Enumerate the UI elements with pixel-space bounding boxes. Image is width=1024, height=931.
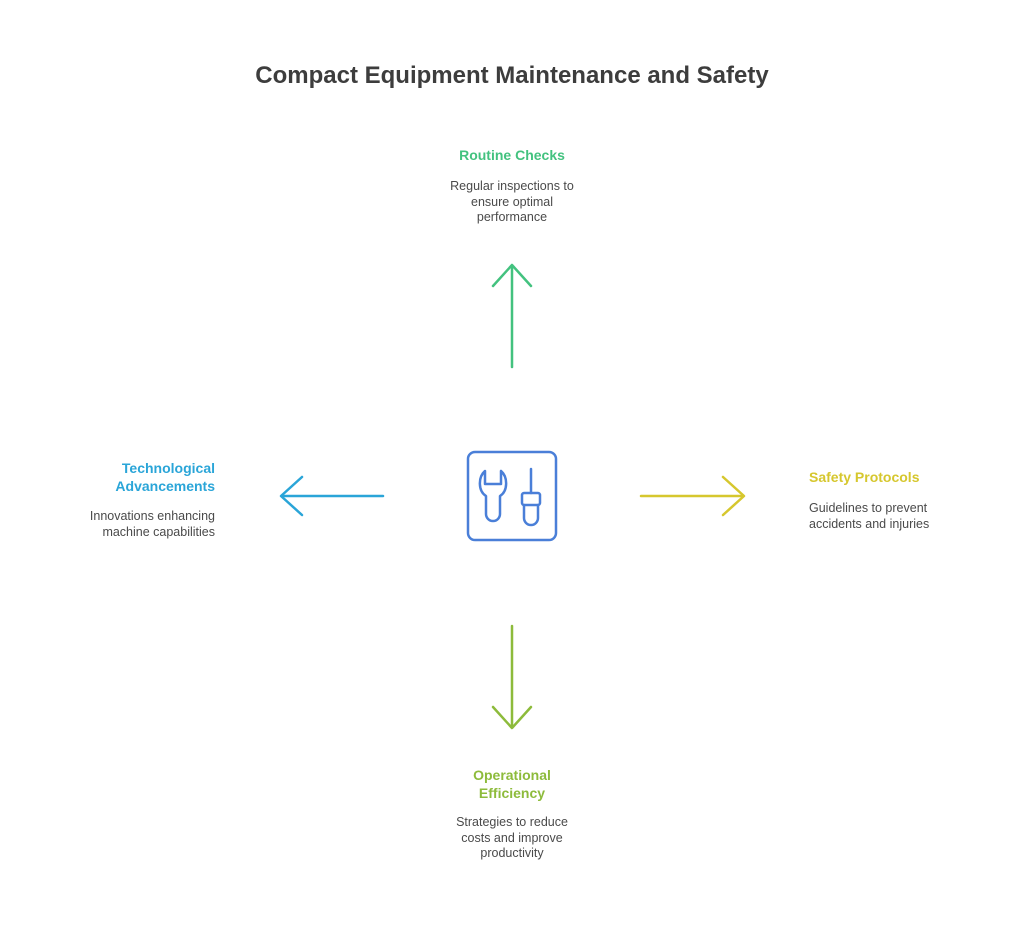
heading-line: Operational	[473, 767, 551, 783]
routine-checks-heading: Routine Checks	[459, 147, 565, 163]
description-line: Strategies to reduce	[456, 815, 568, 829]
description-line: ensure optimal	[471, 194, 553, 209]
diagram-title: Compact Equipment Maintenance and Safety	[255, 62, 769, 89]
description-line: productivity	[480, 846, 544, 860]
technological-advancements-heading: Technological Advancements	[40, 459, 215, 495]
description-line: Guidelines to prevent	[809, 501, 928, 515]
operational-efficiency-description: Strategies to reduce costs and improve p…	[412, 815, 612, 862]
safety-protocols-description: Guidelines to prevent accidents and inju…	[809, 501, 1009, 532]
safety-protocols-heading: Safety Protocols	[809, 469, 920, 485]
description-line: Innovations enhancing	[89, 509, 215, 523]
arrow-down	[491, 624, 533, 730]
operational-efficiency-heading: Operational Efficiency	[412, 766, 612, 802]
description-line: Regular inspections to	[450, 179, 574, 193]
technological-advancements-description: Innovations enhancing machine capabiliti…	[40, 509, 215, 540]
description-line: accidents and injuries	[809, 516, 930, 531]
heading-line: Efficiency	[478, 785, 546, 801]
description-line: costs and improve	[461, 830, 563, 845]
description-line: performance	[476, 210, 548, 224]
wrench-screwdriver-icon	[466, 450, 558, 542]
arrow-left	[279, 475, 385, 517]
arrow-right	[639, 475, 746, 517]
heading-line: Advancements	[115, 478, 215, 494]
description-line: machine capabilities	[102, 524, 215, 539]
arrow-up	[491, 263, 533, 369]
heading-line: Technological	[121, 460, 215, 476]
routine-checks-description: Regular inspections to ensure optimal pe…	[412, 179, 612, 226]
